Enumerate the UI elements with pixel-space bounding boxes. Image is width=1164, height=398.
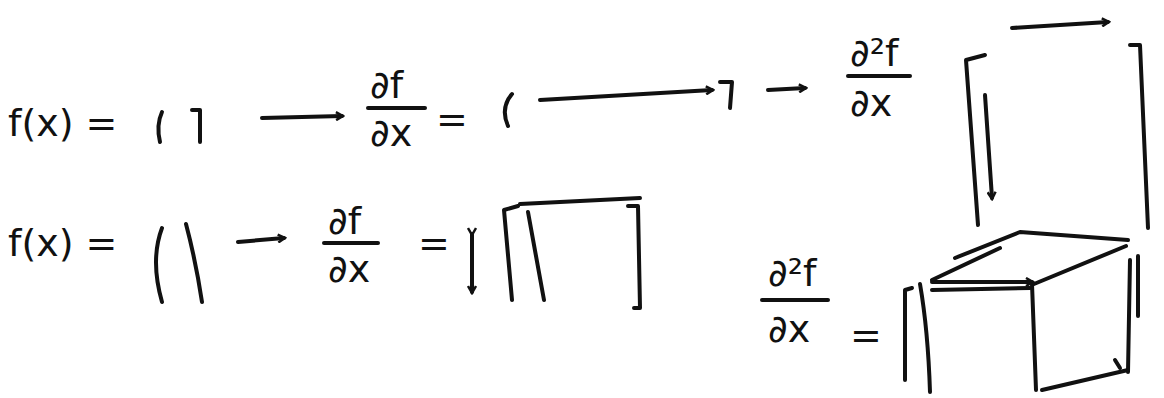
math-label: =: [850, 316, 882, 354]
math-label: ∂x: [328, 250, 370, 288]
math-label: f(x) =: [8, 104, 117, 142]
arrow: [470, 234, 474, 292]
fraction-bar: [324, 241, 378, 245]
bracket: [504, 206, 518, 300]
cube-edge: [905, 288, 912, 380]
math-label: f(x) =: [8, 224, 117, 262]
cube-edge: [1128, 260, 1130, 372]
bracket: [1130, 45, 1148, 228]
fraction-bar: [848, 74, 910, 78]
cube-edge: [932, 248, 1000, 280]
fraction-bar: [368, 106, 425, 110]
cube-edge: [932, 288, 1030, 290]
math-label: =: [436, 100, 468, 138]
bracket: [720, 82, 732, 108]
cube-edge: [1042, 370, 1128, 390]
cube-edge: [1136, 256, 1140, 316]
bar: [156, 228, 162, 302]
arrow: [932, 280, 1032, 284]
bar: [528, 212, 544, 300]
bracket: [505, 94, 512, 126]
math-label: ∂x: [850, 84, 892, 122]
bar: [186, 224, 202, 302]
arrow: [540, 90, 712, 100]
arrow: [1012, 22, 1108, 28]
arrow: [262, 116, 342, 118]
math-label: ∂f: [328, 202, 361, 240]
bracket: [158, 112, 162, 142]
arrow: [985, 95, 992, 198]
bracket: [628, 206, 640, 308]
bracket: [520, 198, 640, 204]
math-label: ∂²f: [768, 254, 816, 292]
math-label: ∂x: [768, 310, 810, 348]
cube-edge: [920, 284, 930, 392]
cube-edge: [1032, 284, 1036, 390]
bracket: [966, 55, 985, 225]
math-label: ∂²f: [850, 34, 898, 72]
arrow: [238, 238, 284, 242]
cube-edge: [1115, 360, 1120, 368]
arrow: [768, 88, 805, 90]
math-label: ∂f: [370, 66, 403, 104]
fraction-bar: [762, 298, 828, 302]
bracket: [192, 110, 200, 142]
cube-edge: [1034, 246, 1126, 284]
math-label: ∂x: [370, 114, 412, 152]
math-label: =: [418, 224, 450, 262]
